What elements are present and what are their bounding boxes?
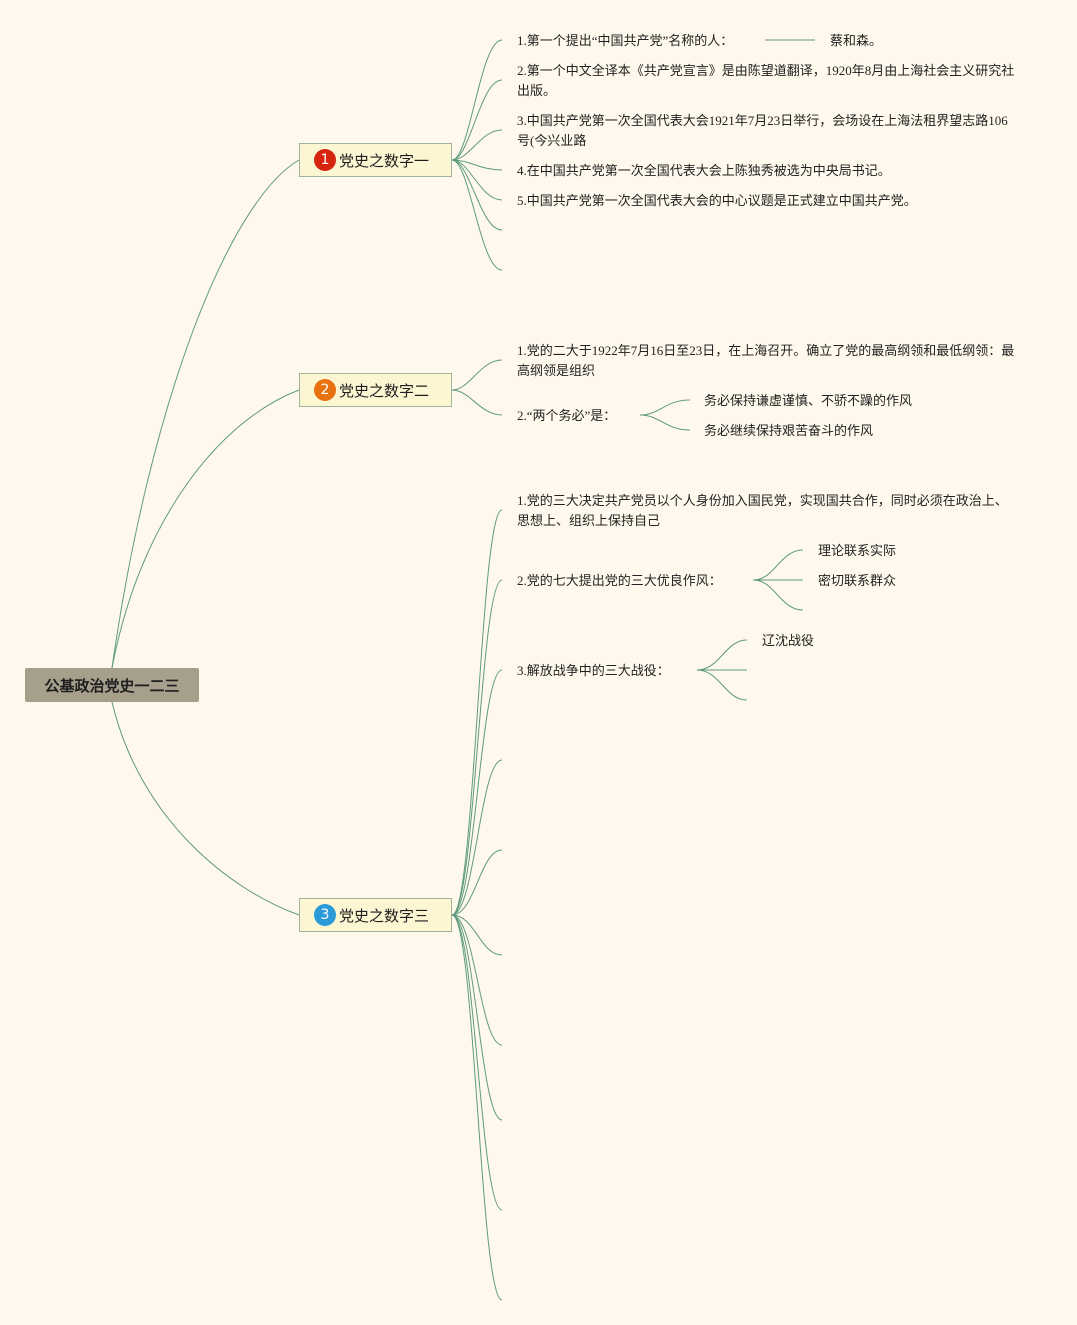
leaf-node[interactable]: 4.在中国共产党第一次全国代表大会上陈独秀被选为中央局书记。 xyxy=(517,163,891,178)
leaf-node[interactable]: 1.党的二大于1922年7月16日至23日，在上海召开。确立了党的最高纲领和最低… xyxy=(517,343,1015,378)
leaf-node[interactable]: 务必继续保持艰苦奋斗的作风 xyxy=(704,423,874,438)
leaf-node[interactable]: 蔡和森。 xyxy=(830,33,883,48)
number-2-icon: 2 xyxy=(314,379,336,401)
leaf-node[interactable]: 密切联系群众 xyxy=(818,573,897,588)
root-node[interactable]: 公基政治党史一二三 xyxy=(25,668,199,702)
topic-label: 党史之数字一 xyxy=(339,151,430,170)
leaf-node[interactable]: 理论联系实际 xyxy=(818,543,897,558)
number-3-icon: 3 xyxy=(314,904,336,926)
topic-node-1[interactable]: 1 党史之数字一 xyxy=(299,143,452,177)
number-1-icon: 1 xyxy=(314,149,336,171)
leaf-node[interactable]: 2.党的七大提出党的三大优良作风： xyxy=(517,573,722,588)
topic-node-2[interactable]: 2 党史之数字二 xyxy=(299,373,452,407)
leaf-node[interactable]: 1.党的三大决定共产党员以个人身份加入国民党，实现国共合作，同时必须在政治上、思… xyxy=(517,493,1008,528)
leaf-node[interactable]: 3.中国共产党第一次全国代表大会1921年7月23日举行，会场设在上海法租界望志… xyxy=(517,113,1008,148)
leaf-node[interactable]: 2.“两个务必”是： xyxy=(517,408,617,423)
leaf-node[interactable]: 2.第一个中文全译本《共产党宣言》是由陈望道翻译，1920年8月由上海社会主义研… xyxy=(517,63,1015,98)
topic-label: 党史之数字三 xyxy=(339,906,430,925)
leaf-node[interactable]: 1.第一个提出“中国共产党”名称的人： xyxy=(517,33,734,48)
topic-node-3[interactable]: 3 党史之数字三 xyxy=(299,898,452,932)
topic-label: 党史之数字二 xyxy=(339,381,430,400)
leaf-node[interactable]: 务必保持谦虚谨慎、不骄不躁的作风 xyxy=(704,393,913,408)
leaf-node[interactable]: 3.解放战争中的三大战役： xyxy=(517,663,670,678)
leaf-node[interactable]: 5.中国共产党第一次全国代表大会的中心议题是正式建立中国共产党。 xyxy=(517,193,917,208)
leaf-node[interactable]: 辽沈战役 xyxy=(762,633,815,648)
